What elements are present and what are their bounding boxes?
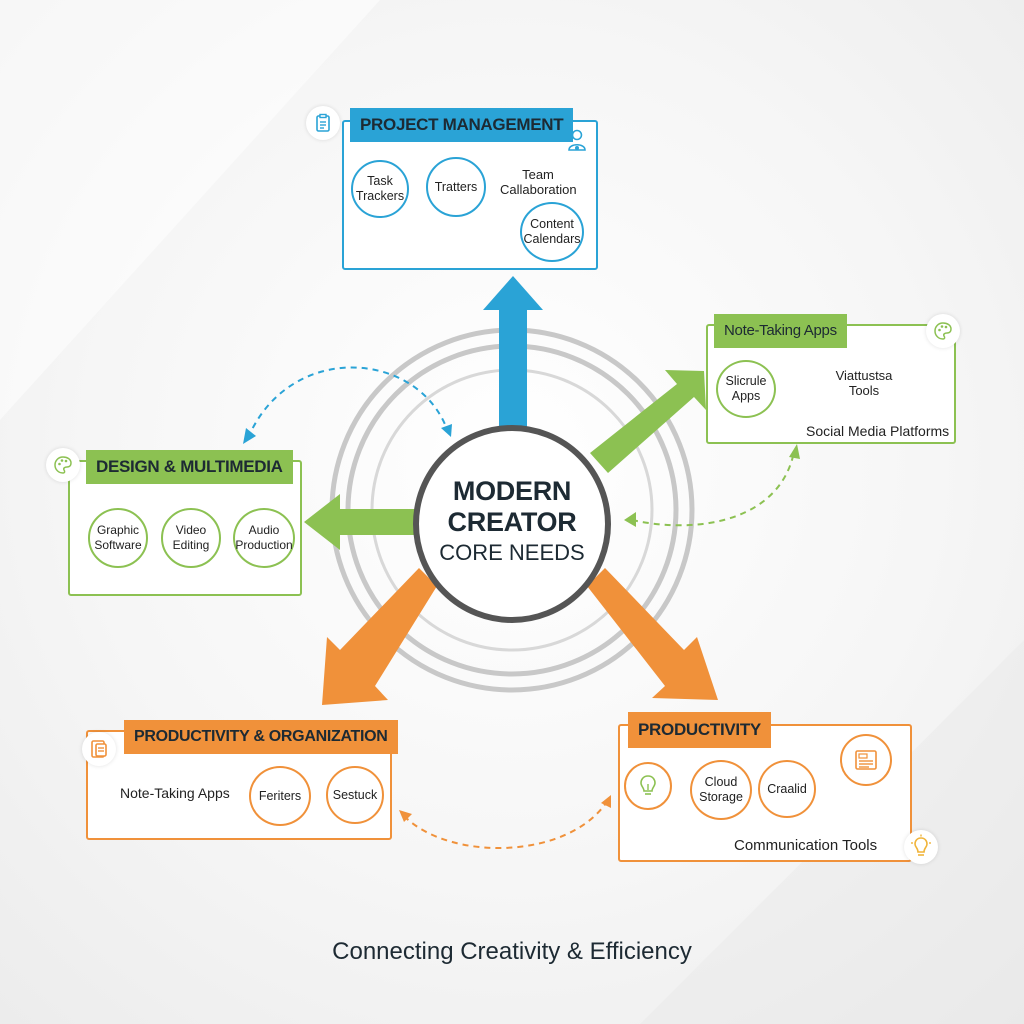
dashed-connector-blue bbox=[247, 366, 449, 439]
label-communication-tools: Communication Tools bbox=[734, 837, 878, 854]
center-line-modern: MODERN bbox=[452, 476, 572, 506]
node-cloud-storage: Cloud Storage bbox=[690, 760, 752, 820]
node-content-calendars: Content Calendars bbox=[520, 202, 584, 262]
node-craalid: Craalid bbox=[758, 760, 816, 818]
node-audio-production: Audio Production bbox=[233, 508, 295, 568]
arrowhead bbox=[624, 512, 636, 527]
productivity-title: PRODUCTIVITY bbox=[628, 712, 771, 748]
palette-icon bbox=[926, 314, 960, 348]
node-feriters: Feriters bbox=[249, 766, 311, 826]
bg-pane bbox=[0, 0, 380, 420]
palette-icon bbox=[46, 448, 80, 482]
footer-tagline: Connecting Creativity & Efficiency bbox=[332, 938, 692, 965]
dashed-connector-green bbox=[631, 451, 795, 527]
arrowhead bbox=[789, 444, 800, 459]
center-label: MODERN CREATOR CORE NEEDS bbox=[412, 476, 612, 568]
center-line-creator: CREATOR bbox=[447, 507, 577, 537]
lightbulb-icon bbox=[624, 762, 672, 810]
label-team-callaboration: Team Callaboration bbox=[500, 167, 577, 197]
label-viattustsa-tools: Viattustsa Tools bbox=[835, 368, 893, 398]
project-management-title: PROJECT MANAGEMENT bbox=[350, 108, 574, 142]
center-line-core-needs: CORE NEEDS bbox=[439, 540, 585, 565]
arrow-up-blue bbox=[483, 276, 543, 428]
node-tratters: Tratters bbox=[426, 157, 486, 217]
label-social-media-platforms: Social Media Platforms bbox=[806, 423, 950, 439]
node-video-editing: Video Editing bbox=[161, 508, 221, 568]
arrowhead bbox=[441, 424, 452, 437]
arrowhead bbox=[399, 810, 412, 822]
lightbulb-icon bbox=[904, 830, 938, 864]
note-taking-title: Note-Taking Apps bbox=[714, 314, 847, 348]
document-icon bbox=[82, 732, 116, 766]
node-task-trackers: Task Trackers bbox=[351, 160, 409, 218]
person-icon bbox=[560, 124, 594, 158]
document-icon bbox=[840, 734, 892, 786]
productivity-organization-title: PRODUCTIVITY & ORGANIZATION bbox=[124, 720, 398, 754]
arrow-left-green bbox=[304, 494, 428, 550]
clipboard-icon bbox=[306, 106, 340, 140]
arrowhead bbox=[243, 428, 256, 444]
arrowhead bbox=[601, 795, 611, 808]
node-slicrule-apps: Slicrule Apps bbox=[716, 360, 776, 418]
center-circle bbox=[413, 425, 611, 623]
node-sestuck: Sestuck bbox=[326, 766, 384, 824]
dashed-connector-orange bbox=[403, 799, 609, 850]
node-graphic-software: Graphic Software bbox=[88, 508, 148, 568]
arrow-down-right-orange bbox=[587, 568, 718, 700]
design-multimedia-title: DESIGN & MULTIMEDIA bbox=[86, 450, 293, 484]
arrow-down-left-orange bbox=[322, 568, 437, 705]
arrow-up-right-green bbox=[590, 370, 706, 473]
label-note-taking-apps: Note-Taking Apps bbox=[120, 785, 230, 801]
